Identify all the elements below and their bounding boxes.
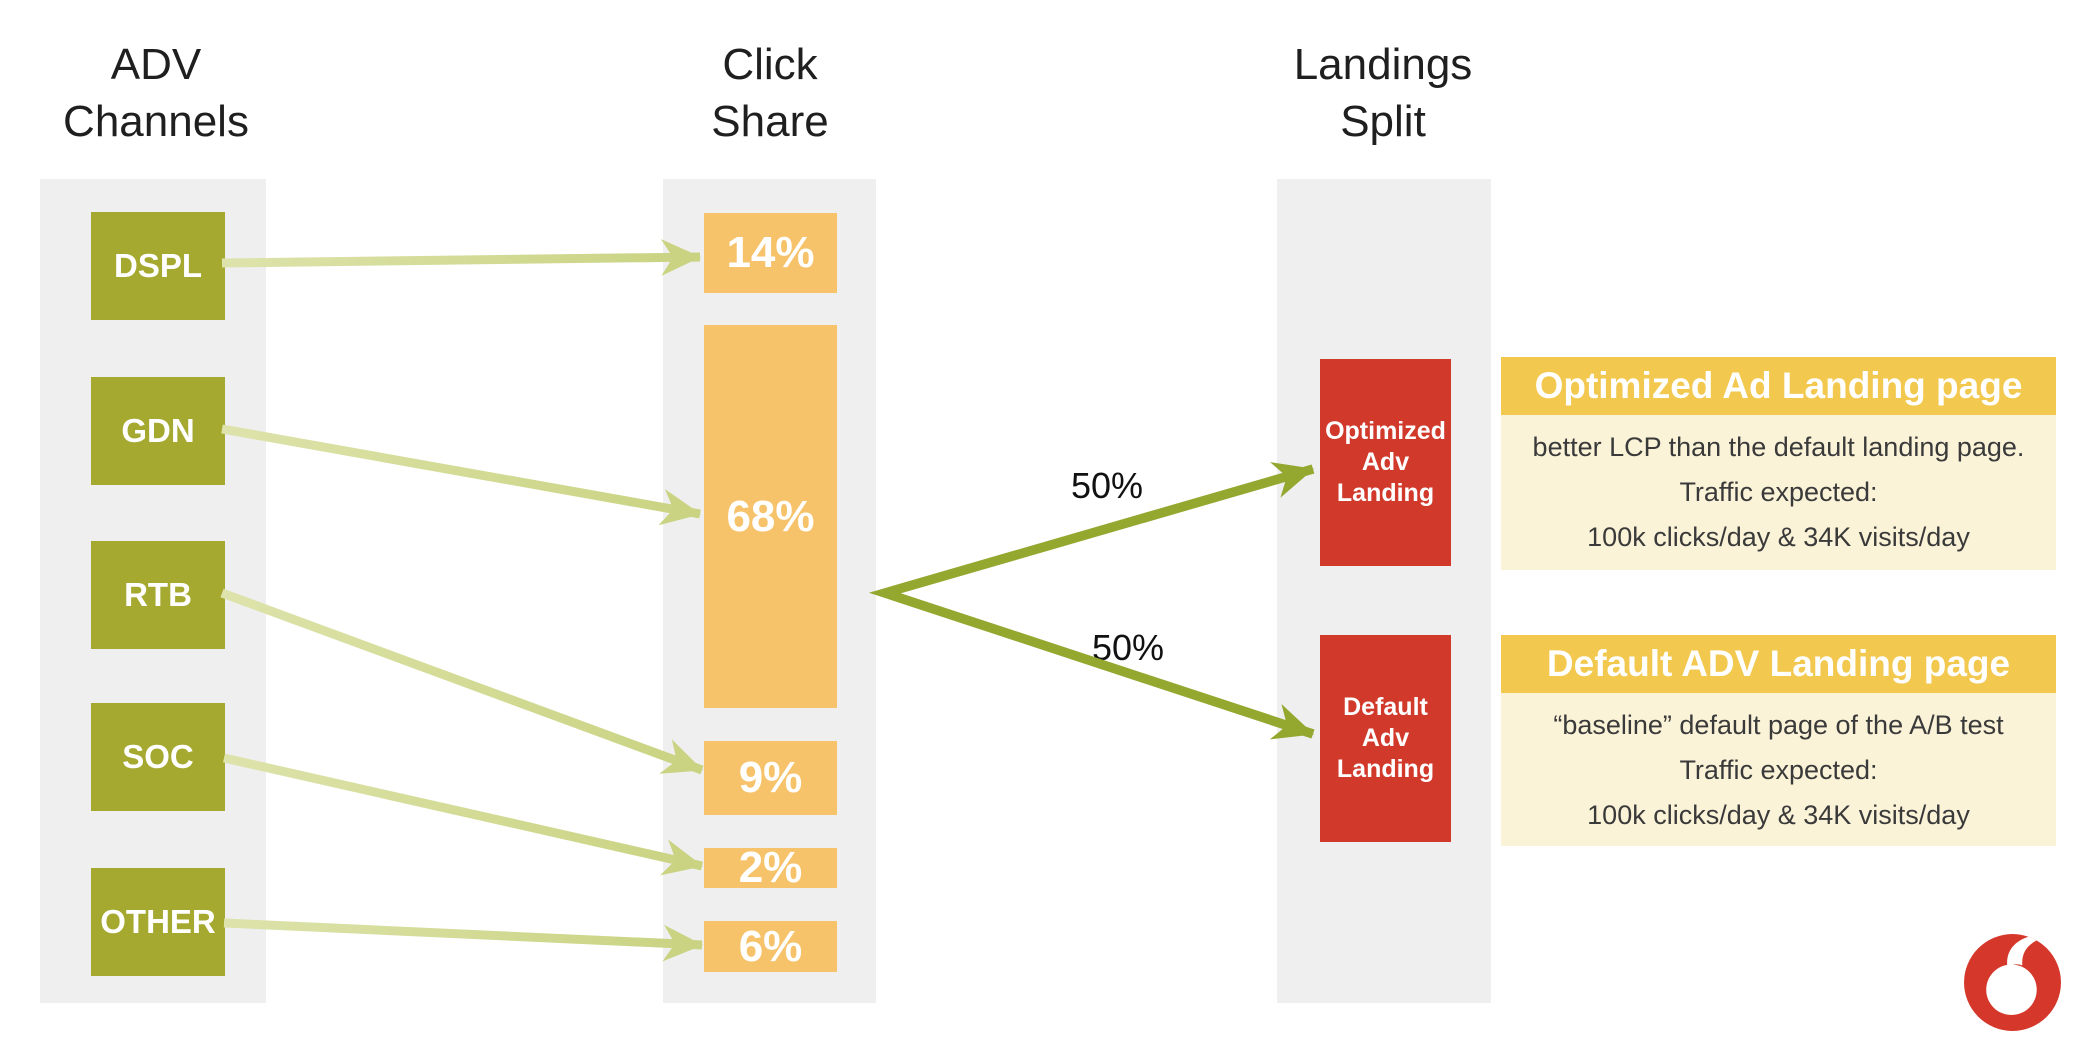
channel-box-other: OTHER — [91, 868, 225, 976]
landings-column-title: Landings Split — [1223, 36, 1543, 150]
share-box-2: 2% — [704, 843, 837, 892]
channels-title-line2: Channels — [63, 97, 249, 146]
card-optimized-body-line3: 100k clicks/day & 34K visits/day — [1587, 522, 1970, 552]
share-label-6: 6% — [738, 921, 803, 971]
card-optimized-body: better LCP than the default landing page… — [1501, 415, 2056, 570]
channel-box-dspl: DSPL — [91, 212, 225, 320]
landing-box-default: Default Adv Landing — [1320, 635, 1451, 842]
arrow-split-50-50 — [868, 462, 1315, 740]
split-label-upper: 50% — [1070, 465, 1144, 506]
share-label-14: 14% — [726, 228, 815, 277]
card-default-body-line1: “baseline” default page of the A/B test — [1553, 710, 2004, 740]
landings-title-line2: Split — [1340, 97, 1426, 146]
channel-box-gdn: GDN — [91, 377, 225, 485]
card-default-title: Default ADV Landing page — [1546, 643, 2011, 684]
arrow-rtb-to-9 — [220, 588, 704, 775]
landing-optimized-line1: Optimized — [1325, 417, 1446, 445]
channel-label-soc: SOC — [122, 738, 194, 775]
card-default-body-line2: Traffic expected: — [1679, 755, 1878, 785]
split-label-lower: 50% — [1091, 627, 1165, 668]
channels-column-title: ADV Channels — [0, 36, 316, 150]
arrow-gdn-to-68 — [221, 424, 702, 526]
channel-label-rtb: RTB — [124, 576, 192, 613]
share-label-68: 68% — [726, 491, 815, 541]
channels-title-line1: ADV — [110, 40, 202, 89]
card-default-body-line3: 100k clicks/day & 34K visits/day — [1587, 800, 1970, 830]
card-optimized-body-line1: better LCP than the default landing page… — [1532, 432, 2025, 462]
landing-label-default: Default Adv Landing — [1337, 692, 1434, 785]
share-box-68: 68% — [704, 325, 837, 708]
share-box-9: 9% — [704, 741, 837, 815]
share-label-9: 9% — [738, 753, 803, 802]
card-optimized-header: Optimized Ad Landing page — [1501, 357, 2056, 415]
arrow-other-to-6 — [223, 918, 704, 962]
click-share-title-line1: Click — [722, 40, 818, 89]
share-box-6: 6% — [704, 921, 837, 972]
landing-label-optimized: Optimized Adv Landing — [1325, 416, 1446, 509]
share-box-14: 14% — [704, 213, 837, 293]
share-label-2: 2% — [738, 843, 803, 892]
landing-box-optimized: Optimized Adv Landing — [1320, 359, 1451, 566]
landings-column-background — [1277, 179, 1491, 1003]
card-optimized-landing: Optimized Ad Landing page better LCP tha… — [1501, 357, 2056, 570]
landing-default-line2: Adv — [1361, 724, 1410, 752]
card-default-body: “baseline” default page of the A/B test … — [1501, 693, 2056, 846]
channel-label-dspl: DSPL — [113, 247, 202, 284]
landing-default-line3: Landing — [1336, 755, 1435, 783]
card-default-landing: Default ADV Landing page “baseline” defa… — [1501, 635, 2056, 846]
arrow-soc-to-2 — [223, 753, 704, 876]
landings-title-line1: Landings — [1293, 40, 1473, 89]
channel-box-rtb: RTB — [91, 541, 225, 649]
arrow-dspl-to-14 — [221, 239, 702, 276]
click-share-column-title: Click Share — [610, 36, 930, 150]
click-share-title-line2: Share — [711, 97, 829, 146]
landing-optimized-line3: Landing — [1336, 479, 1435, 507]
channel-label-gdn: GDN — [121, 412, 195, 449]
landing-optimized-line2: Adv — [1361, 448, 1410, 476]
card-optimized-title: Optimized Ad Landing page — [1534, 365, 2023, 406]
channel-box-soc: SOC — [91, 703, 225, 811]
card-default-header: Default ADV Landing page — [1501, 635, 2056, 693]
card-optimized-body-line2: Traffic expected: — [1679, 477, 1878, 507]
channel-label-other: OTHER — [100, 903, 216, 940]
vodafone-logo-icon — [1964, 934, 2061, 1031]
landing-default-line1: Default — [1343, 693, 1428, 721]
